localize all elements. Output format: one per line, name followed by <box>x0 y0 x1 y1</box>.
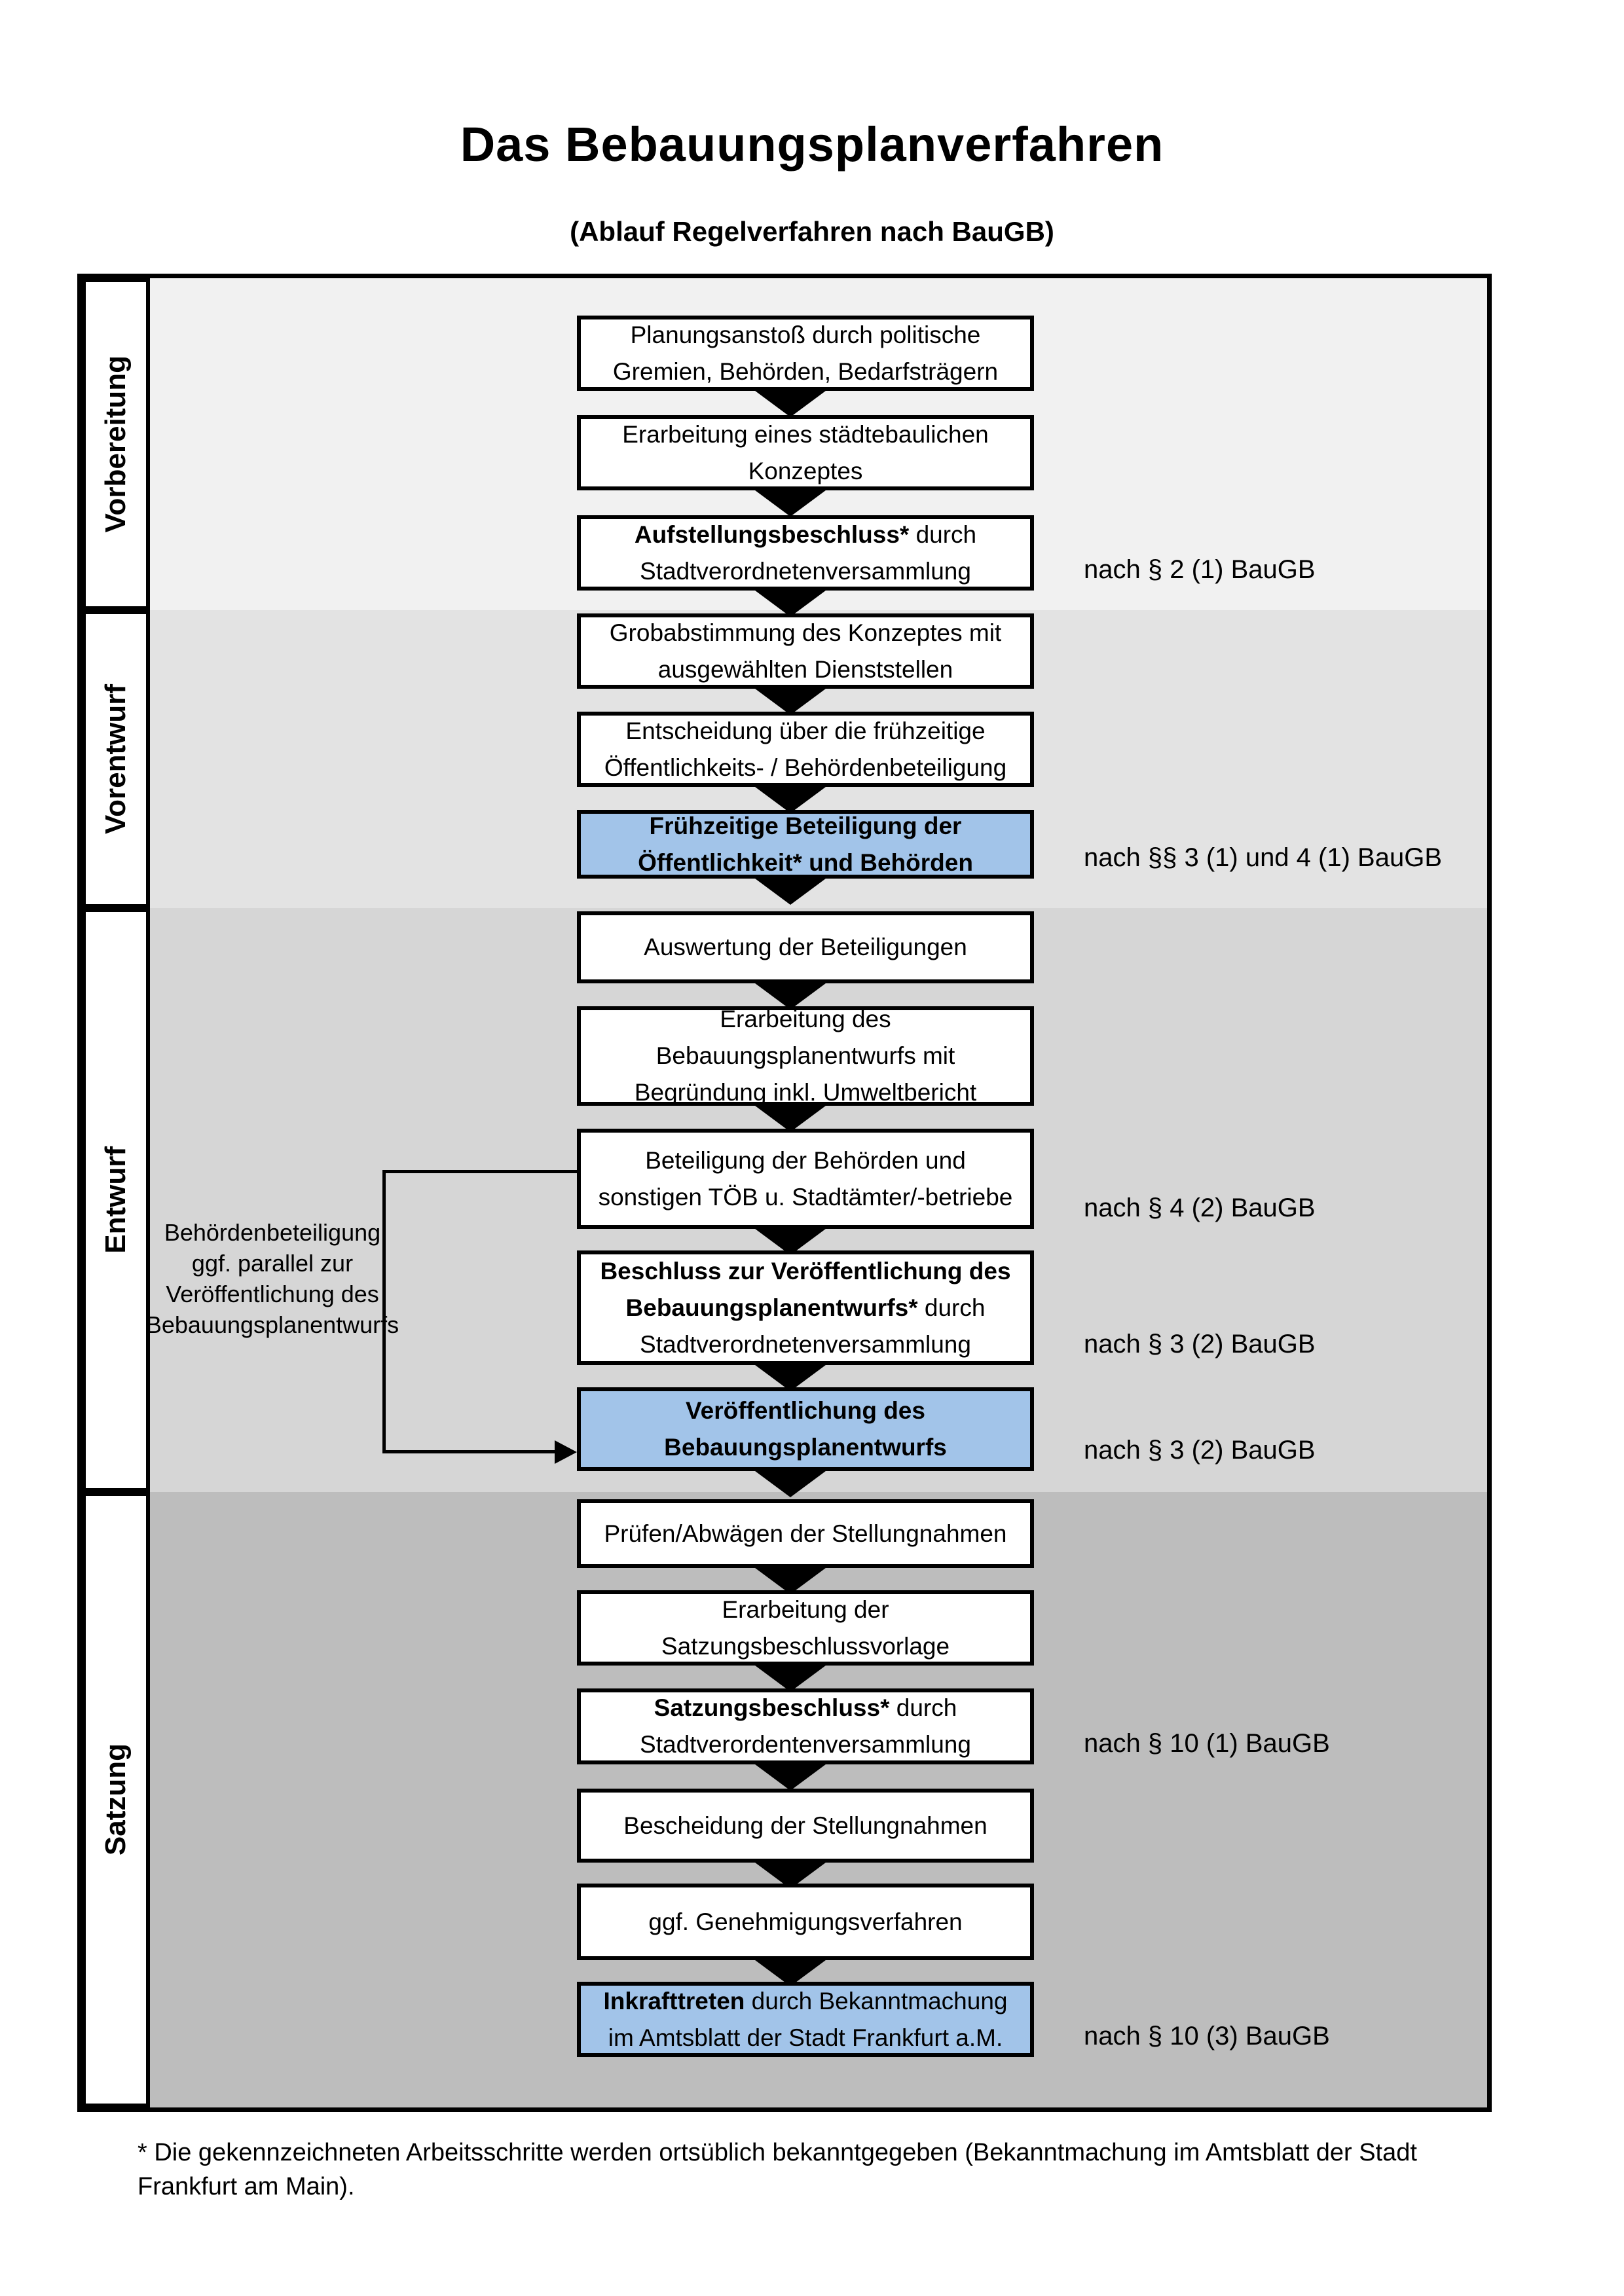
flow-step-box: Inkrafttreten durch Bekanntmachung im Am… <box>577 1982 1034 2057</box>
parallel-connector-top-line <box>382 1170 577 1173</box>
flow-step-text-regular: Erarbeitung der Satzungsbeschlussvorlage <box>661 1595 950 1660</box>
arrow-down-icon <box>750 1956 831 1986</box>
arrow-down-icon <box>750 1760 831 1791</box>
phase-label: Vorbereitung <box>100 355 132 533</box>
flow-step-text: Erarbeitung eines städtebaulichen Konzep… <box>622 416 989 490</box>
flow-step-text-regular: durch Stadtverordnetenversammlung <box>640 520 977 585</box>
flow-step-text: Auswertung der Beteiligungen <box>644 929 967 966</box>
law-reference-note: nach § 10 (3) BauGB <box>1084 2022 1330 2050</box>
flow-step-box: Erarbeitung der Satzungsbeschlussvorlage <box>577 1590 1034 1666</box>
flow-step-text: Satzungsbeschluss* durch Stadtverordente… <box>640 1690 971 1763</box>
parallel-connector-bottom-line <box>382 1450 556 1453</box>
phase-label-cell: Vorbereitung <box>82 278 150 610</box>
flow-step-text-bold: Inkrafttreten <box>603 1987 745 2014</box>
flow-step-text-regular: Auswertung der Beteiligungen <box>644 934 967 960</box>
flow-step-text-regular: ggf. Genehmigungsverfahren <box>648 1908 963 1935</box>
arrow-down-icon <box>750 1102 831 1132</box>
flow-step-text-bold: Veröffentlichung des Bebauungsplanentwur… <box>664 1397 947 1461</box>
flow-step-box: Prüfen/Abwägen der Stellungnahmen <box>577 1499 1034 1568</box>
flow-step-box: Erarbeitung eines städtebaulichen Konzep… <box>577 415 1034 490</box>
footnote: * Die gekennzeichneten Arbeitsschritte w… <box>138 2139 1417 2200</box>
flow-step-box: Beschluss zur Veröffentlichung des Bebau… <box>577 1250 1034 1365</box>
arrow-down-icon <box>750 783 831 813</box>
phase-label-cell: Satzung <box>82 1492 150 2107</box>
law-reference-note: nach § 3 (2) BauGB <box>1084 1330 1316 1358</box>
flow-step-box: Entscheidung über die frühzeitige Öffent… <box>577 712 1034 787</box>
flow-step-box: Planungsanstoß durch politische Gremien,… <box>577 316 1034 391</box>
flow-step-text-regular: Beteiligung der Behörden und sonstigen T… <box>598 1146 1013 1211</box>
flow-step-text-regular: Erarbeitung eines städtebaulichen Konzep… <box>622 420 989 484</box>
flow-step-text: Beteiligung der Behörden und sonstigen T… <box>599 1142 1013 1216</box>
flow-step-text-regular: Prüfen/Abwägen der Stellungnahmen <box>604 1520 1007 1547</box>
arrow-down-icon <box>750 1662 831 1692</box>
phase-label-cell: Entwurf <box>82 908 150 1492</box>
flow-step-text-regular: Entscheidung über die frühzeitige Öffent… <box>604 717 1007 781</box>
flow-step-text: Frühzeitige Beteiligung der Öffentlichke… <box>638 808 973 881</box>
arrow-down-icon <box>750 1467 831 1497</box>
arrow-down-icon <box>750 486 831 517</box>
law-reference-note: nach §§ 3 (1) und 4 (1) BauGB <box>1084 843 1442 872</box>
flow-step-box: ggf. Genehmigungsverfahren <box>577 1884 1034 1960</box>
flow-step-box: Grobabstimmung des Konzeptes mit ausgewä… <box>577 613 1034 689</box>
flow-step-text-regular: durch Stadtverordentenversammlung <box>640 1694 971 1758</box>
flow-step-text: Inkrafttreten durch Bekanntmachung im Am… <box>604 1983 1008 2056</box>
flowchart-frame: Satzung Entwurf Vorentwurf Vorbereitung Beh… <box>77 274 1492 2112</box>
flow-step-text-bold: Beschluss zur Veröffentlichung des Bebau… <box>600 1257 1011 1321</box>
law-reference-note: nach § 2 (1) BauGB <box>1084 555 1316 584</box>
flow-step-text: Planungsanstoß durch politische Gremien,… <box>613 317 998 390</box>
flow-step-text: Erarbeitung des Bebauungsplanentwurfs mi… <box>635 1001 976 1111</box>
flow-step-text-bold: Frühzeitige Beteiligung der Öffentlichke… <box>638 812 973 876</box>
flow-step-box: Frühzeitige Beteiligung der Öffentlichke… <box>577 810 1034 879</box>
flow-step-text: ggf. Genehmigungsverfahren <box>648 1904 962 1941</box>
flow-step-text-bold: Satzungsbeschluss* <box>654 1694 890 1721</box>
parallel-procedure-annotation: Behördenbeteiligung ggf. parallel zur Ve… <box>145 1219 399 1338</box>
flow-step-box: Bescheidung der Stellungnahmen <box>577 1789 1034 1863</box>
arrow-down-icon <box>750 387 831 417</box>
flow-step-text-regular: durch Bekanntmachung im Amtsblatt der St… <box>608 1987 1008 2051</box>
flow-step-text: Bescheidung der Stellungnahmen <box>623 1808 987 1844</box>
page-title: Das Bebauungsplanverfahren <box>460 117 1164 172</box>
arrow-down-icon <box>750 979 831 1010</box>
page-subtitle: (Ablauf Regelverfahren nach BauGB) <box>570 216 1054 247</box>
arrow-down-icon <box>750 1361 831 1391</box>
flow-step-box: Auswertung der Beteiligungen <box>577 911 1034 983</box>
arrow-down-icon <box>750 1225 831 1255</box>
arrow-down-icon <box>750 875 831 905</box>
flow-step-text: Grobabstimmung des Konzeptes mit ausgewä… <box>610 615 1001 688</box>
flow-step-text-regular: Erarbeitung des Bebauungsplanentwurfs mi… <box>634 1006 977 1106</box>
flow-step-text-regular: durch Stadtverordnetenversammlung <box>640 1294 986 1358</box>
flow-step-text-regular: Bescheidung der Stellungnahmen <box>623 1812 987 1839</box>
flow-step-box: Veröffentlichung des Bebauungsplanentwur… <box>577 1387 1034 1471</box>
flow-step-text: Beschluss zur Veröffentlichung des Bebau… <box>600 1253 1010 1363</box>
phase-label-cell: Vorentwurf <box>82 610 150 908</box>
flow-step-text: Prüfen/Abwägen der Stellungnahmen <box>604 1516 1006 1552</box>
flow-step-text-regular: Grobabstimmung des Konzeptes mit ausgewä… <box>609 619 1002 683</box>
flow-step-box: Beteiligung der Behörden und sonstigen T… <box>577 1129 1034 1229</box>
flow-step-text-bold: Aufstellungsbeschluss* <box>634 520 910 548</box>
arrow-right-icon <box>555 1440 577 1464</box>
flow-step-text: Veröffentlichung des Bebauungsplanentwur… <box>664 1393 947 1466</box>
arrow-down-icon <box>750 587 831 617</box>
flow-step-text: Aufstellungsbeschluss* durch Stadtverord… <box>635 517 976 590</box>
flow-step-box: Aufstellungsbeschluss* durch Stadtverord… <box>577 515 1034 591</box>
arrow-down-icon <box>750 685 831 715</box>
phase-label: Vorentwurf <box>100 684 132 834</box>
flow-step-text: Erarbeitung der Satzungsbeschlussvorlage <box>661 1592 950 1665</box>
flow-step-text-regular: Planungsanstoß durch politische Gremien,… <box>612 321 999 385</box>
law-reference-note: nach § 10 (1) BauGB <box>1084 1729 1330 1758</box>
arrow-down-icon <box>750 1564 831 1594</box>
law-reference-note: nach § 3 (2) BauGB <box>1084 1436 1316 1465</box>
parallel-connector-vertical-line <box>382 1170 386 1453</box>
flow-step-text: Entscheidung über die frühzeitige Öffent… <box>604 713 1006 786</box>
law-reference-note: nach § 4 (2) BauGB <box>1084 1194 1316 1222</box>
flow-step-box: Erarbeitung des Bebauungsplanentwurfs mi… <box>577 1006 1034 1106</box>
flow-step-box: Satzungsbeschluss* durch Stadtverordente… <box>577 1688 1034 1764</box>
phase-label: Satzung <box>100 1743 132 1856</box>
